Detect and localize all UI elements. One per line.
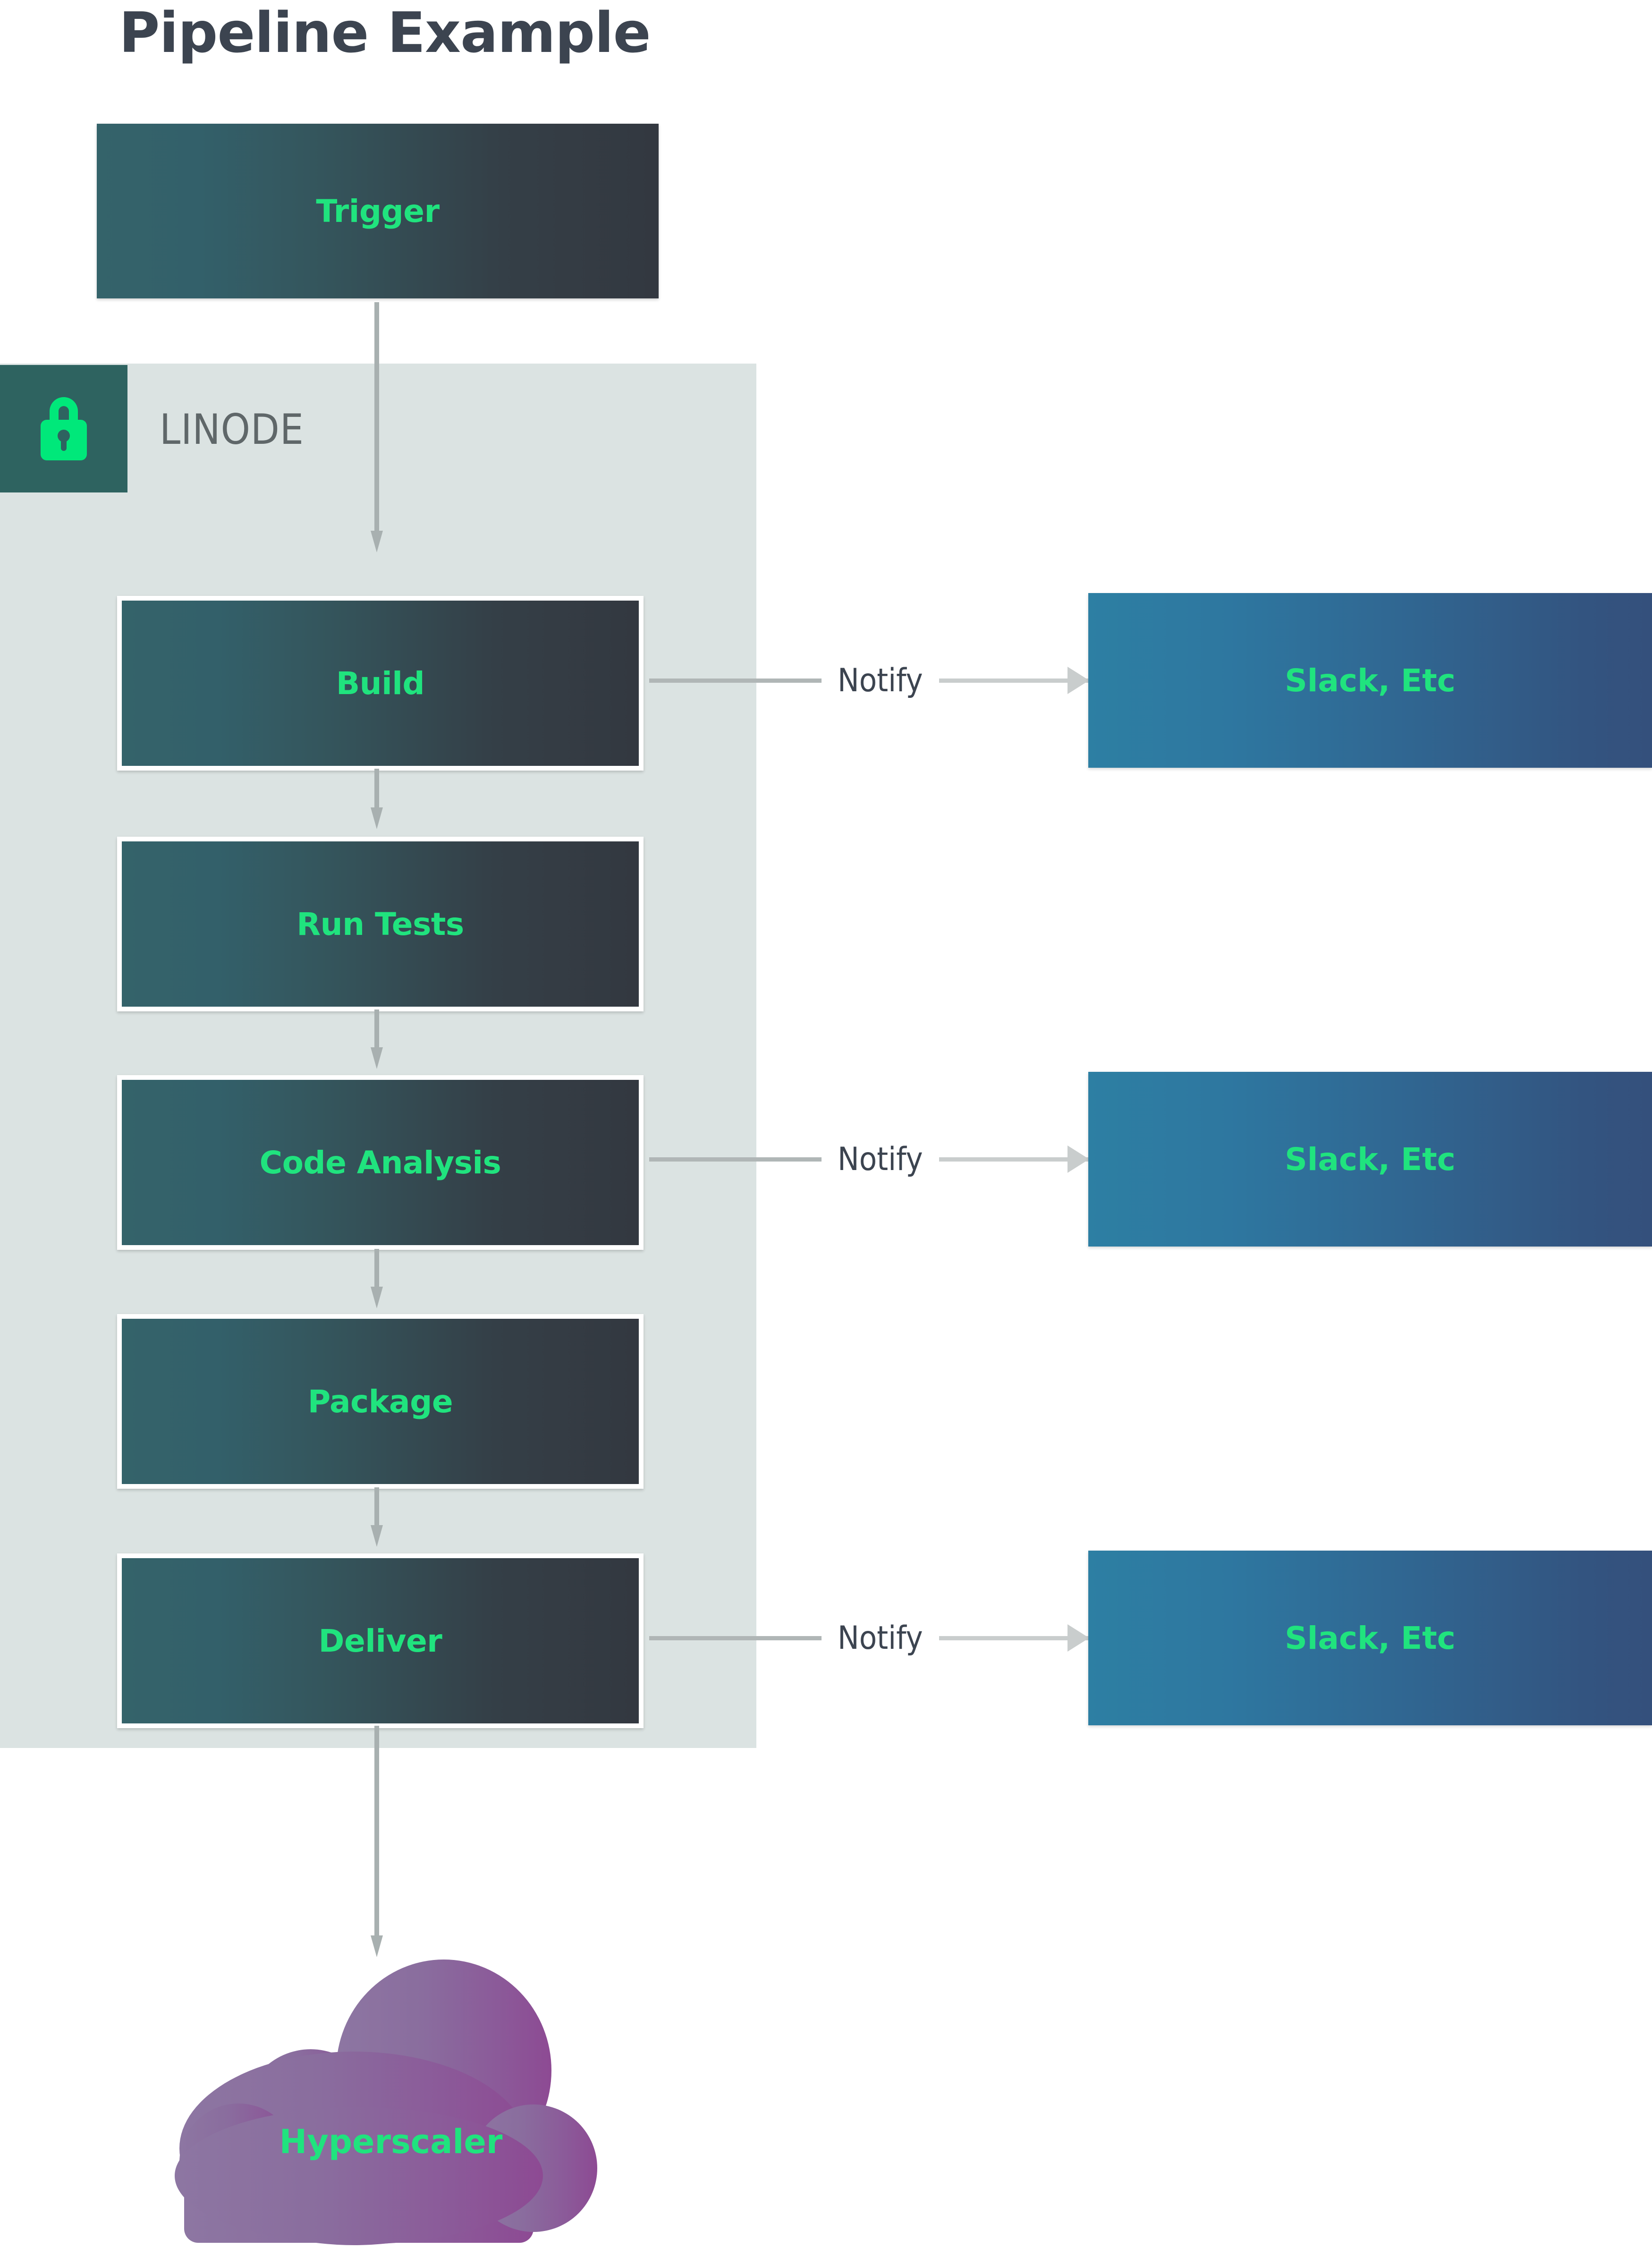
arrow-head-down-icon [371,1287,383,1308]
arrow-head-down-icon [371,1525,383,1547]
edge-line-left [649,1157,822,1162]
edge-line-left [649,678,822,683]
page-title: Pipeline Example [119,0,651,65]
arrow-code-analysis-to-package [371,1249,383,1308]
lock-icon [28,389,99,469]
edge-line-left [649,1636,822,1640]
edge-notify-label: Notify [838,662,923,699]
node-run-tests-label: Run Tests [297,906,464,942]
node-run-tests[interactable]: Run Tests [117,837,644,1011]
arrow-head-down-icon [371,1935,383,1957]
edge-notify-label: Notify [838,1140,923,1178]
arrow-run-tests-to-code-analysis [371,1009,383,1069]
edge-line-right [939,1624,1089,1652]
node-package-label: Package [307,1383,453,1420]
node-build-label: Build [336,665,425,702]
node-code-analysis[interactable]: Code Analysis [117,1075,644,1250]
edge-line-right [939,667,1089,694]
node-code-analysis-label: Code Analysis [259,1144,501,1181]
arrow-head-down-icon [371,807,383,829]
arrow-shaft [374,1726,379,1935]
node-slack-2-label: Slack, Etc [1285,1141,1456,1178]
node-slack-2[interactable]: Slack, Etc [1088,1072,1652,1247]
arrow-head-right-icon [1067,667,1089,694]
node-slack-1-label: Slack, Etc [1285,662,1456,699]
arrow-build-to-run-tests [371,769,383,829]
arrow-head-down-icon [371,1047,383,1069]
zone-linode-label: LINODE [160,405,304,454]
arrow-shaft [374,769,379,807]
arrow-head-right-icon [1067,1145,1089,1173]
node-package[interactable]: Package [117,1314,644,1489]
arrow-shaft [374,1249,379,1287]
node-slack-1[interactable]: Slack, Etc [1088,593,1652,768]
node-slack-3-label: Slack, Etc [1285,1620,1456,1656]
node-hyperscaler[interactable]: Hyperscaler [142,1936,623,2248]
node-build[interactable]: Build [117,596,644,771]
cloud-icon [142,1936,623,2248]
arrow-shaft [374,302,379,531]
edge-notify-label: Notify [838,1619,923,1657]
arrow-head-right-icon [1067,1624,1089,1652]
node-deliver-label: Deliver [318,1622,442,1659]
edge-notify-deliver: Notify [649,1619,1089,1657]
arrow-shaft [374,1487,379,1525]
node-trigger-label: Trigger [316,193,440,229]
edge-notify-build: Notify [649,662,1089,699]
zone-linode-badge [0,365,127,492]
arrow-shaft [374,1009,379,1047]
edge-notify-code-analysis: Notify [649,1140,1089,1178]
node-deliver[interactable]: Deliver [117,1553,644,1728]
arrow-package-to-deliver [371,1487,383,1547]
arrow-trigger-to-build [371,302,383,552]
edge-line-right [939,1145,1089,1173]
arrow-deliver-to-hyperscaler [371,1726,383,1957]
node-trigger[interactable]: Trigger [97,124,659,298]
arrow-head-down-icon [371,531,383,552]
node-slack-3[interactable]: Slack, Etc [1088,1551,1652,1725]
